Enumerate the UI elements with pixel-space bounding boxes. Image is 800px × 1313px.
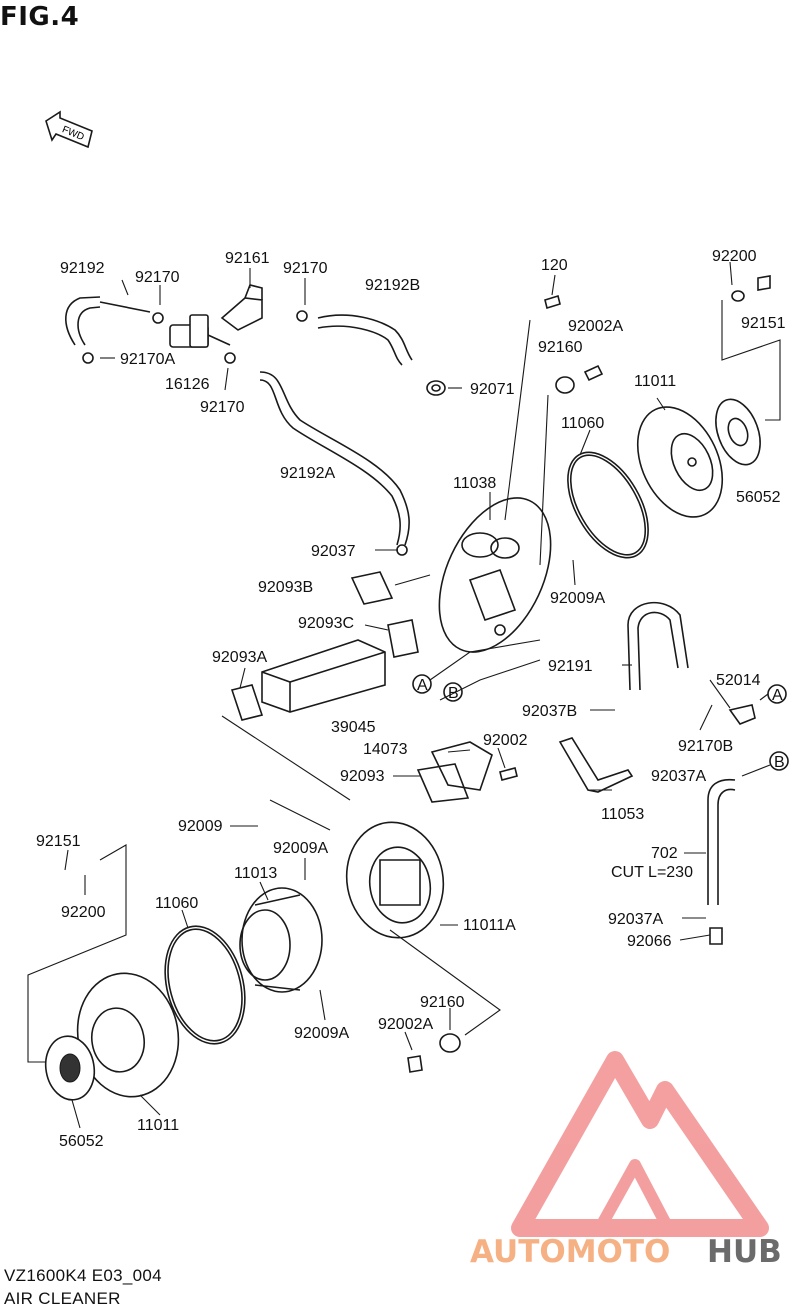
label-120: 120 [541,257,568,274]
label-11060-top: 11060 [561,415,604,432]
watermark-text-b: HUB [707,1234,782,1270]
label-92160-top: 92160 [538,339,583,356]
gasket-92093a [230,684,264,721]
label-92093a: 92093A [212,649,267,666]
footer-code: VZ1600K4 E03_004 [4,1266,162,1285]
callout-b-2: B [774,754,785,771]
fwd-arrow-icon: FWD [45,110,93,149]
label-92002a-bot: 92002A [378,1016,433,1033]
joint-52014 [728,704,756,725]
grommet-92071 [426,380,446,396]
callout-circles [412,674,789,771]
label-92170a: 92170A [120,351,175,368]
label-56052-bot: 56052 [59,1133,104,1150]
case-39045 [261,639,386,713]
label-92066: 92066 [627,933,672,950]
screw-92151-top [757,275,771,291]
washer-92200-top [731,290,745,302]
label-92009a-low: 92009A [294,1025,349,1042]
label-92191: 92191 [548,658,593,675]
label-92037b: 92037B [522,703,577,720]
label-92161: 92161 [225,250,270,267]
label-39045: 39045 [331,719,376,736]
cap-92066 [709,927,723,945]
hose-92192 [65,296,151,346]
valve-16126 [169,314,231,348]
footer-name: AIR CLEANER [4,1289,121,1308]
label-702-cut: CUT L=230 [611,864,693,881]
case-11011a [345,821,445,939]
label-92200-top: 92200 [712,248,757,265]
callout-b-1: B [448,685,459,702]
o-ring-11060-top [567,451,649,559]
label-92002: 92002 [483,732,528,749]
spacer-92160-top [555,376,575,394]
label-702: 702 [651,845,678,862]
label-11011-top: 11011 [634,373,676,390]
part-labels: 92192 92170 92161 92170 92192B 120 92200… [36,248,786,1150]
bolt-120 [544,294,561,310]
label-92200-bot: 92200 [61,904,106,921]
label-92170b: 92170B [678,738,733,755]
spacer-92160-bot [439,1033,461,1053]
gasket-92093 [416,763,470,803]
label-11011-bot: 11011 [137,1117,179,1134]
label-92037: 92037 [311,543,356,560]
label-92009: 92009 [178,818,223,835]
clips-92170 [82,310,408,556]
label-11060-bot: 11060 [155,895,198,912]
hose-92192b [317,314,413,366]
emblem-56052-bot [44,1035,96,1101]
back-plate-11038 [438,497,552,653]
label-11011a: 11011A [463,917,516,934]
o-ring-11060-bot [164,925,246,1045]
label-92170: 92170 [200,399,245,416]
label-92002a-top: 92002A [568,318,623,335]
label-56052-top: 56052 [736,489,781,506]
cover-11011-top [636,406,724,518]
label-11053: 11053 [601,806,644,823]
callout-a-2: A [772,687,783,704]
bolt-92002 [499,767,518,781]
hose-92191 [627,601,689,691]
label-92093: 92093 [340,768,385,785]
watermark-logo [511,1051,769,1237]
label-92151-top: 92151 [741,315,786,332]
leader-lines [27,261,781,1129]
bracket-92161 [220,284,263,331]
watermark-text-a: AUTOMOTO [470,1234,670,1270]
figure-title: FIG.4 [0,2,80,32]
label-92093b: 92093B [258,579,313,596]
bolt-92002a-bot [407,1055,423,1073]
duct-14073 [430,741,493,791]
hose-92192a [259,371,410,546]
gasket-92093c [387,619,419,658]
label-14073: 14073 [363,741,408,758]
label-92037a-top: 92037A [651,768,706,785]
label-92037a-bot: 92037A [608,911,663,928]
label-92009a-mid: 92009A [273,840,328,857]
label-92093c: 92093C [298,615,354,632]
label-52014: 52014 [716,672,761,689]
gasket-92093b [350,571,394,605]
label-92192b: 92192B [365,277,420,294]
label-92071: 92071 [470,381,515,398]
emblem-56052-top [715,398,761,466]
bolt-92002a-top [583,364,604,382]
label-92192: 92192 [60,260,105,277]
hose-702 [707,778,736,905]
label-92170: 92170 [135,269,180,286]
label-11038: 11038 [453,475,496,492]
element-11013 [239,887,323,993]
callout-a-1: A [417,677,428,694]
bracket-11053 [558,737,634,793]
label-92009a-r: 92009A [550,590,605,607]
label-92151-bot: 92151 [36,833,81,850]
label-92170: 92170 [283,260,328,277]
label-11013: 11013 [234,865,277,882]
label-92160-bot: 92160 [420,994,465,1011]
label-16126: 16126 [165,376,210,393]
label-92192a: 92192A [280,465,335,482]
